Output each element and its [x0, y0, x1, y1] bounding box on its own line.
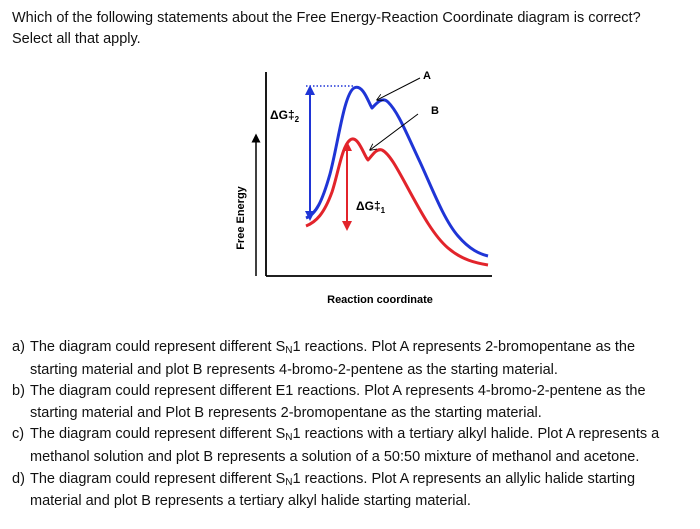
curve-b-label: B: [431, 105, 439, 117]
question-text: Which of the following statements about …: [12, 8, 692, 50]
option-a[interactable]: a) The diagram could represent different…: [12, 337, 696, 381]
y-axis-label: Free Energy: [235, 185, 247, 249]
option-c[interactable]: c) The diagram could represent different…: [12, 424, 696, 468]
curve-a: [305, 85, 489, 258]
option-letter: a): [12, 339, 25, 355]
option-line: starting material and plot B represents …: [30, 361, 558, 378]
option-letter: d): [12, 470, 25, 487]
option-line: The diagram could represent different E1…: [30, 383, 646, 400]
question-line-1: Which of the following statements about …: [12, 10, 641, 26]
curve-a-label: A: [423, 70, 431, 82]
pointer-a: [377, 77, 421, 100]
option-line: The diagram could represent different SN…: [30, 426, 660, 444]
dg1-label: ΔG‡1: [356, 199, 386, 215]
pointer-b: [370, 113, 419, 150]
option-letter: c): [12, 426, 25, 443]
option-line: The diagram could represent different SN…: [30, 339, 636, 356]
option-letter: b): [12, 383, 25, 400]
x-axis-label: Reaction coordinate: [327, 294, 433, 306]
dg2-label: ΔG‡2: [270, 108, 300, 124]
curve-b: [305, 137, 489, 267]
option-line: starting material and Plot B represents …: [30, 404, 542, 421]
option-line: material and plot B represents a tertiar…: [30, 493, 471, 510]
option-line: The diagram could represent different SN…: [30, 470, 636, 488]
free-energy-diagram: Free Energy Reaction coordinate ΔG‡2 ΔG‡…: [235, 70, 492, 306]
question-line-2: Select all that apply.: [12, 31, 141, 47]
option-d[interactable]: d) The diagram could represent different…: [12, 469, 696, 513]
option-line: methanol solution and plot B represents …: [30, 448, 640, 465]
answer-options: a) The diagram could represent different…: [12, 337, 696, 513]
option-b[interactable]: b) The diagram could represent different…: [12, 381, 696, 424]
